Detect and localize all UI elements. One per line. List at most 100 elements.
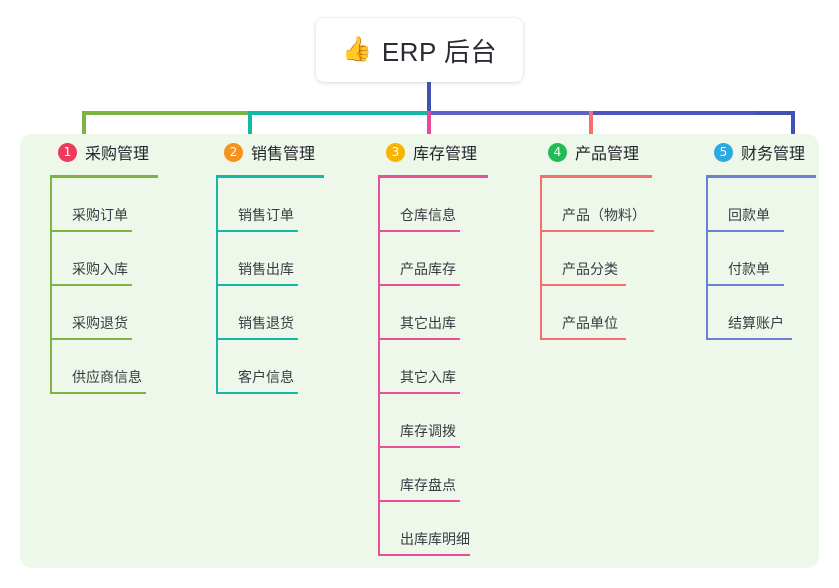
leaf-node[interactable]: 结算账户 xyxy=(696,286,802,340)
leaf-node[interactable]: 采购入库 xyxy=(40,232,142,286)
leaf-label: 库存调拨 xyxy=(400,423,456,439)
leaf-underline xyxy=(216,392,298,394)
leaf-node[interactable]: 销售订单 xyxy=(206,178,308,232)
leaf-label: 仓库信息 xyxy=(400,207,456,223)
connector-bus-segment-4 xyxy=(427,111,591,115)
leaf-underline xyxy=(50,392,146,394)
leaf-label: 付款单 xyxy=(728,261,770,277)
branch-column-5: 5 财务管理回款单付款单结算账户 xyxy=(696,134,816,340)
leaf-label: 结算账户 xyxy=(728,315,784,331)
connector-bus-segment-2 xyxy=(134,111,250,115)
leaf-underline xyxy=(706,338,792,340)
branch-number-badge-4: 4 xyxy=(548,142,567,162)
leaf-node[interactable]: 仓库信息 xyxy=(368,178,470,232)
branch-underline-3 xyxy=(378,175,488,178)
branch-header-row: 4 产品管理 xyxy=(530,134,639,170)
leaf-label: 采购订单 xyxy=(72,207,128,223)
leaf-underline xyxy=(216,284,298,286)
leaf-underline xyxy=(540,284,626,286)
branch-title-3: 库存管理 xyxy=(413,146,478,163)
connector-drop-4 xyxy=(589,111,593,151)
leaf-node[interactable]: 产品单位 xyxy=(530,286,636,340)
branch-header-row: 5 财务管理 xyxy=(696,134,805,170)
branch-header-3[interactable]: 3 库存管理 xyxy=(368,134,488,178)
branch-header-1[interactable]: 1 采购管理 xyxy=(40,134,158,178)
leaf-label: 客户信息 xyxy=(238,369,294,385)
leaf-underline xyxy=(378,284,460,286)
leaf-node[interactable]: 产品（物料） xyxy=(530,178,664,232)
branch-spine-2 xyxy=(216,178,218,394)
leaf-underline xyxy=(706,230,784,232)
leaf-underline xyxy=(378,338,460,340)
leaf-label: 产品库存 xyxy=(400,261,456,277)
connector-drop-5 xyxy=(791,111,795,151)
leaf-underline xyxy=(706,284,784,286)
leaf-label: 采购退货 xyxy=(72,315,128,331)
leaf-node[interactable]: 库存盘点 xyxy=(368,448,470,502)
root-node-card[interactable]: 👍 ERP 后台 xyxy=(316,18,523,82)
connector-drop-1 xyxy=(82,111,86,151)
leaf-label: 产品分类 xyxy=(562,261,618,277)
branch-title-5: 财务管理 xyxy=(741,146,806,163)
leaf-label: 其它入库 xyxy=(400,369,456,385)
leaf-node[interactable]: 库存调拨 xyxy=(368,394,470,448)
branch-number-badge-5: 5 xyxy=(714,142,733,162)
connector-bus-segment-3 xyxy=(250,111,427,115)
leaf-underline xyxy=(50,284,132,286)
leaf-node[interactable]: 出库库明细 xyxy=(368,502,480,556)
leaf-underline xyxy=(540,338,626,340)
leaf-label: 销售出库 xyxy=(238,261,294,277)
leaf-label: 采购入库 xyxy=(72,261,128,277)
connector-bus-segment-5 xyxy=(591,111,755,115)
leaf-label: 出库库明细 xyxy=(400,531,470,547)
leaf-node[interactable]: 其它入库 xyxy=(368,340,470,394)
leaf-underline xyxy=(50,230,132,232)
leaf-underline xyxy=(378,446,460,448)
thumbs-up-icon: 👍 xyxy=(341,36,372,63)
connector-bus-segment-6 xyxy=(755,111,795,115)
branch-spine-3 xyxy=(378,178,380,556)
leaf-label: 供应商信息 xyxy=(72,369,142,385)
leaf-node[interactable]: 客户信息 xyxy=(206,340,308,394)
branch-header-row: 3 库存管理 xyxy=(368,134,477,170)
branch-number-badge-1: 1 xyxy=(58,142,77,162)
leaf-underline xyxy=(50,338,132,340)
branch-title-1: 采购管理 xyxy=(85,146,150,163)
leaf-node[interactable]: 付款单 xyxy=(696,232,794,286)
leaf-label: 销售订单 xyxy=(238,207,294,223)
leaf-node[interactable]: 采购退货 xyxy=(40,286,142,340)
leaf-label: 产品（物料） xyxy=(562,207,646,223)
branch-column-3: 3 库存管理仓库信息产品库存其它出库其它入库库存调拨库存盘点出库库明细 xyxy=(368,134,488,556)
connector-drop-2 xyxy=(248,111,252,151)
leaf-node[interactable]: 销售退货 xyxy=(206,286,308,340)
leaf-node[interactable]: 产品库存 xyxy=(368,232,470,286)
leaf-node[interactable]: 其它出库 xyxy=(368,286,470,340)
root-node-title: ERP 后台 xyxy=(381,36,498,67)
branch-header-4[interactable]: 4 产品管理 xyxy=(530,134,652,178)
branch-spine-5 xyxy=(706,178,708,340)
leaf-underline xyxy=(378,554,470,556)
leaf-label: 产品单位 xyxy=(562,315,618,331)
branch-spine-4 xyxy=(540,178,542,340)
leaf-label: 销售退货 xyxy=(238,315,294,331)
leaf-node[interactable]: 产品分类 xyxy=(530,232,636,286)
leaf-underline xyxy=(378,392,460,394)
leaf-node[interactable]: 供应商信息 xyxy=(40,340,156,394)
leaf-node[interactable]: 采购订单 xyxy=(40,178,142,232)
leaf-underline xyxy=(216,338,298,340)
branch-title-4: 产品管理 xyxy=(575,146,640,163)
branch-underline-5 xyxy=(706,175,816,178)
branch-spine-1 xyxy=(50,178,52,394)
leaf-underline xyxy=(540,230,654,232)
branch-header-row: 1 采购管理 xyxy=(40,134,149,170)
branch-header-5[interactable]: 5 财务管理 xyxy=(696,134,816,178)
branch-number-badge-3: 3 xyxy=(386,142,405,162)
leaf-underline xyxy=(378,500,460,502)
connector-root-stem xyxy=(427,82,431,111)
leaf-node[interactable]: 销售出库 xyxy=(206,232,308,286)
branch-underline-4 xyxy=(540,175,652,178)
leaf-node[interactable]: 回款单 xyxy=(696,178,794,232)
